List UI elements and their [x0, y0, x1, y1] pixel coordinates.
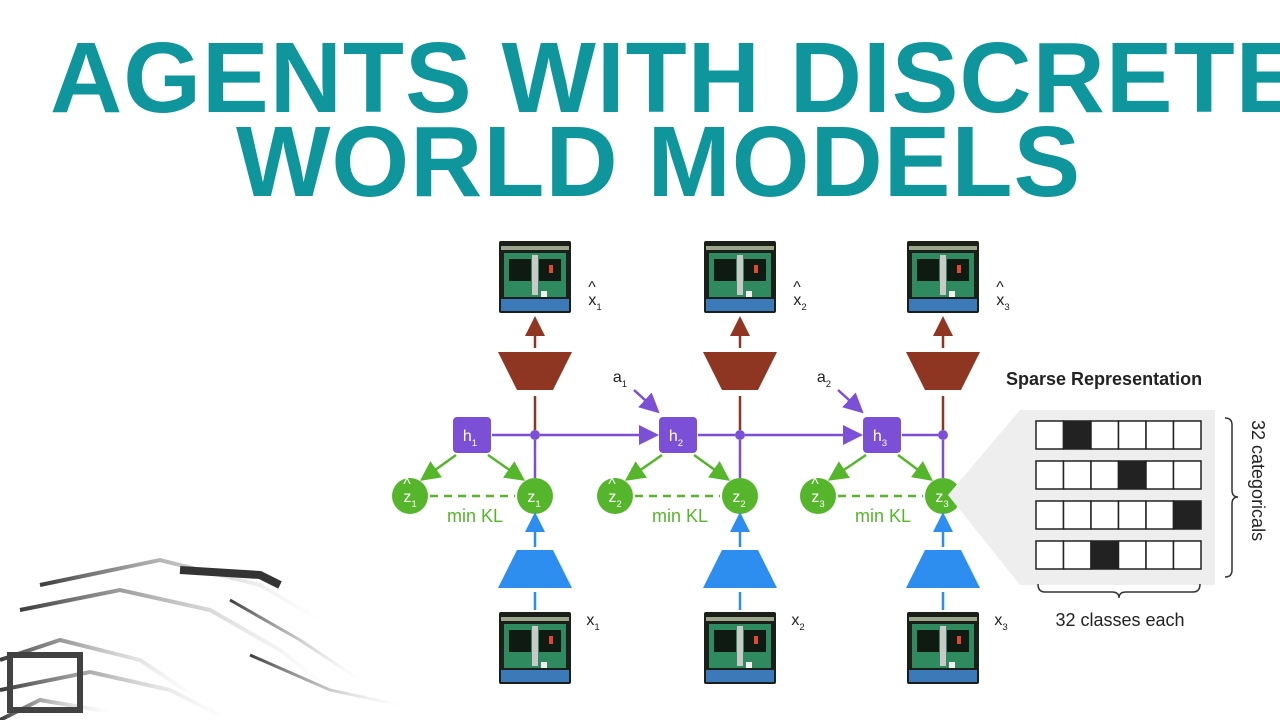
encoder	[498, 550, 572, 588]
posterior-arrow	[693, 453, 731, 481]
encoder	[906, 550, 980, 588]
hat-mark: ^	[996, 279, 1004, 296]
class-cell	[1145, 460, 1175, 490]
action-arrow	[633, 389, 660, 414]
class-cell	[1035, 460, 1065, 490]
junction-dot	[938, 430, 948, 440]
title-line-1: AGENTS WITH DISCRETE	[50, 22, 1280, 134]
hat-mark: ^	[811, 476, 819, 493]
categorical-row	[1035, 540, 1202, 570]
active-class-cell	[1090, 540, 1120, 570]
class-cell	[1172, 420, 1202, 450]
input-frame	[499, 612, 571, 684]
input-frame	[907, 612, 979, 684]
reconstruction-frame	[499, 241, 571, 313]
hat-mark: ^	[588, 279, 596, 296]
class-cell	[1145, 500, 1175, 530]
zhat-node	[597, 478, 633, 514]
sparse-representation: Sparse Representation 32 categoricals 32…	[948, 369, 1268, 630]
circuit-decoration	[0, 557, 401, 720]
title-line-2: WORLD MODELS	[236, 106, 1082, 218]
rows-label: 32 categoricals	[1248, 420, 1268, 541]
class-cell	[1035, 420, 1065, 450]
x-label: x2	[791, 612, 804, 633]
class-cell	[1090, 500, 1120, 530]
reconstruction-frame	[907, 241, 979, 313]
categorical-row	[1035, 500, 1202, 530]
action-label: a1	[613, 369, 627, 390]
class-cell	[1172, 540, 1202, 570]
action-label: a2	[817, 369, 831, 390]
categorical-row	[1035, 420, 1202, 450]
x-label: x3	[994, 612, 1007, 633]
zhat-node	[800, 478, 836, 514]
class-cell	[1145, 540, 1175, 570]
decoder	[906, 352, 980, 390]
class-cell	[1117, 500, 1147, 530]
active-class-cell	[1062, 420, 1092, 450]
rows-brace	[1224, 417, 1239, 578]
z-node	[517, 478, 553, 514]
hat-mark: ^	[793, 279, 801, 296]
h-node	[659, 417, 697, 453]
sparse-title: Sparse Representation	[1006, 369, 1202, 389]
cols-label: 32 classes each	[1055, 610, 1184, 630]
cols-brace	[1037, 583, 1201, 599]
h-node	[453, 417, 491, 453]
active-class-cell	[1117, 460, 1147, 490]
h-node	[863, 417, 901, 453]
class-cell	[1062, 500, 1092, 530]
prior-arrow	[419, 453, 457, 481]
input-frame	[704, 612, 776, 684]
action-arrow	[837, 389, 864, 414]
kl-label: min KL	[652, 506, 708, 526]
posterior-arrow	[897, 453, 934, 481]
reconstruction-frame	[704, 241, 776, 313]
kl-label: min KL	[447, 506, 503, 526]
class-cell	[1145, 420, 1175, 450]
class-cell	[1117, 420, 1147, 450]
prior-arrow	[827, 453, 867, 481]
prior-arrow	[624, 453, 663, 481]
hat-mark: ^	[608, 476, 616, 493]
zhat-node	[392, 478, 428, 514]
junction-dot	[735, 430, 745, 440]
x-label: x1	[586, 612, 599, 633]
posterior-arrow	[487, 453, 526, 481]
encoder	[703, 550, 777, 588]
class-cell	[1172, 460, 1202, 490]
class-cell	[1035, 500, 1065, 530]
decoder	[703, 352, 777, 390]
categorical-grid	[1035, 420, 1202, 570]
junction-dot	[530, 430, 540, 440]
class-cell	[1090, 460, 1120, 490]
hat-mark: ^	[403, 476, 411, 493]
active-class-cell	[1172, 500, 1202, 530]
decoder	[498, 352, 572, 390]
class-cell	[1035, 540, 1065, 570]
class-cell	[1117, 540, 1147, 570]
class-cell	[1062, 540, 1092, 570]
class-cell	[1062, 460, 1092, 490]
categorical-row	[1035, 460, 1202, 490]
z-node	[722, 478, 758, 514]
class-cell	[1090, 420, 1120, 450]
kl-label: min KL	[855, 506, 911, 526]
z-node	[925, 478, 961, 514]
